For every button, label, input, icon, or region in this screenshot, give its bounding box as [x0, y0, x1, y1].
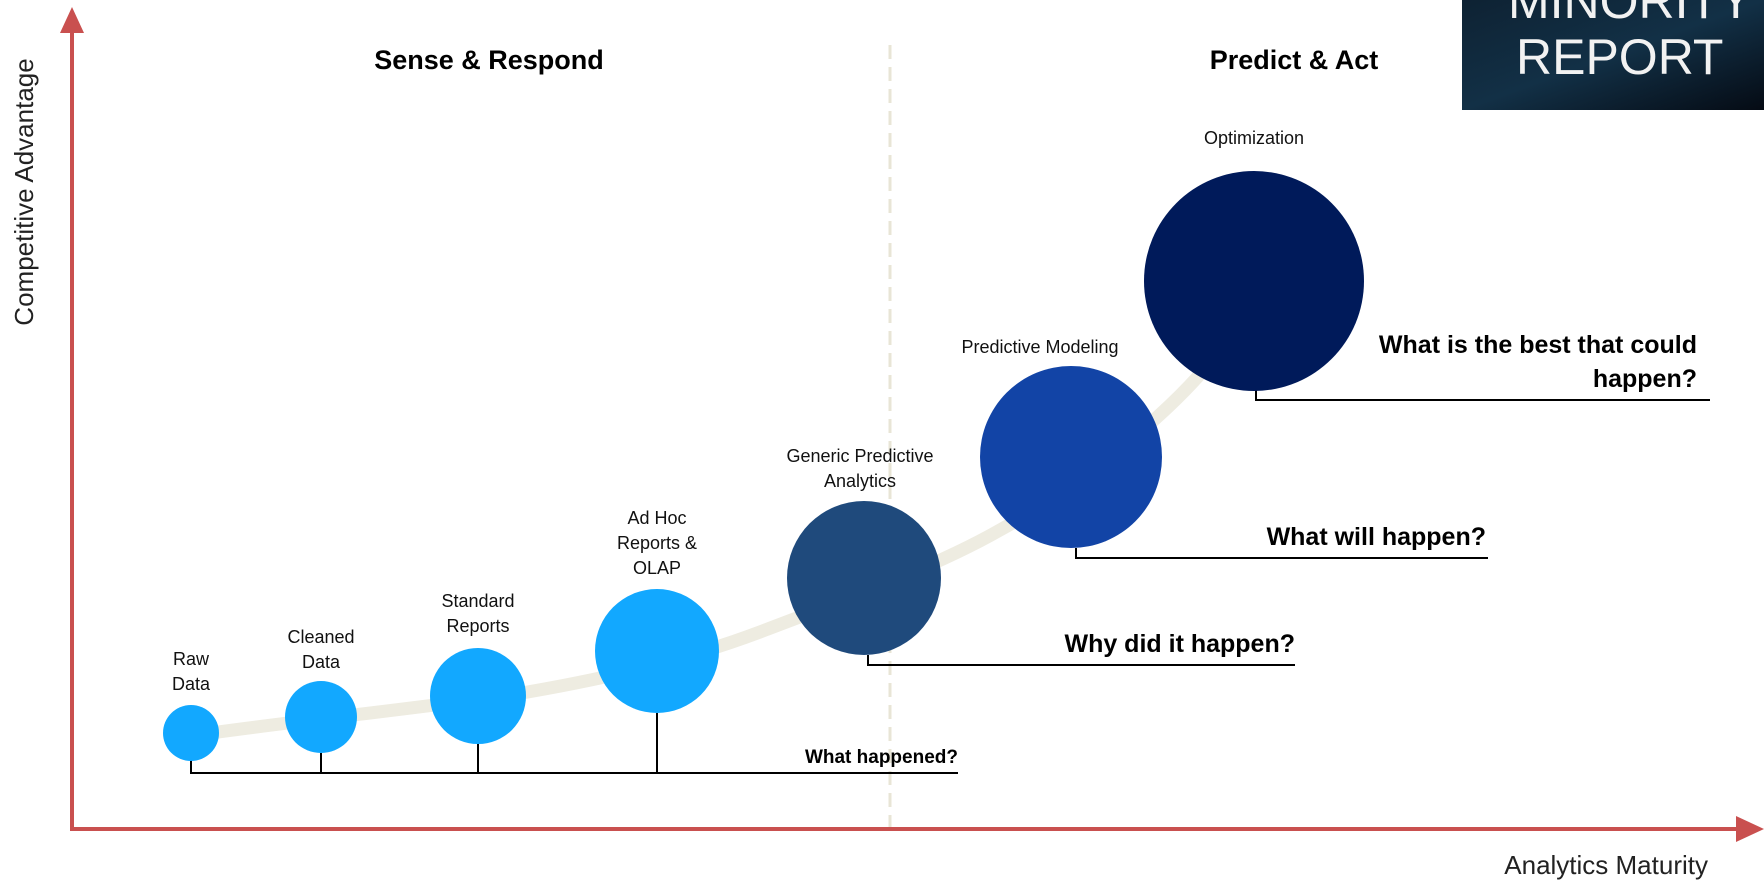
leader-line-why [867, 655, 1295, 666]
stage-bubble-ad-hoc-olap [595, 589, 719, 713]
minority-report-logo: MINORITY REPORT [1462, 0, 1764, 110]
region-title-sense-respond: Sense & Respond [374, 45, 604, 75]
text-line: Ad Hoc [627, 508, 686, 528]
question-what-will-happen: What will happen? [1267, 523, 1486, 551]
leader-line-what-happened [190, 713, 958, 774]
text-line: Reports [446, 616, 509, 636]
y-axis-label: Competitive Advantage [9, 58, 39, 325]
text-line: Data [302, 652, 341, 672]
leader-line-best [1255, 390, 1710, 401]
text-line: Generic Predictive [786, 446, 933, 466]
text-line: What happened? [805, 747, 958, 768]
stage-bubble-generic-predictive [787, 501, 941, 655]
text-line: Cleaned [287, 627, 354, 647]
question-what-happened: What happened? [805, 747, 958, 768]
question-best-that-could-happen: What is the best that could happen? [1379, 331, 1697, 393]
stage-bubble-standard-reports [430, 648, 526, 744]
stage-bubble-raw-data [163, 705, 219, 761]
axes: Analytics Maturity Competitive Advantage [9, 7, 1764, 880]
text-line: What will happen? [1267, 523, 1486, 551]
y-axis-arrowhead [60, 7, 84, 33]
leader-line-will [1075, 548, 1488, 559]
stage-label-predictive-modeling: Predictive Modeling [961, 337, 1118, 357]
stage-bubble-predictive-modeling [980, 366, 1162, 548]
logo-background [1462, 0, 1764, 110]
text-line: OLAP [633, 558, 681, 578]
text-line: Standard [441, 591, 514, 611]
leader-lines [190, 390, 1710, 774]
text-line: Why did it happen? [1064, 630, 1295, 658]
region-title-predict-act: Predict & Act [1210, 45, 1379, 75]
stage-label-optimization: Optimization [1204, 128, 1304, 148]
question-why-did-it-happen: Why did it happen? [1064, 630, 1295, 658]
text-line: Raw [173, 649, 210, 669]
x-axis-label: Analytics Maturity [1504, 850, 1708, 880]
stage-bubble-optimization [1144, 171, 1364, 391]
text-line: happen? [1593, 365, 1697, 393]
text-line: Analytics [824, 471, 896, 491]
text-line: Data [172, 674, 211, 694]
stage-bubble-cleaned-data [285, 681, 357, 753]
logo-text-line2: REPORT [1516, 29, 1723, 85]
text-line: Predictive Modeling [961, 337, 1118, 357]
text-line: Optimization [1204, 128, 1304, 148]
text-line: What is the best that could [1379, 331, 1697, 359]
x-axis-arrowhead [1736, 816, 1764, 842]
logo-text-line1: MINORITY [1508, 0, 1752, 29]
text-line: Reports & [617, 533, 697, 553]
stage-bubbles [163, 171, 1364, 761]
questions: What happened? Why did it happen? What w… [805, 331, 1697, 768]
